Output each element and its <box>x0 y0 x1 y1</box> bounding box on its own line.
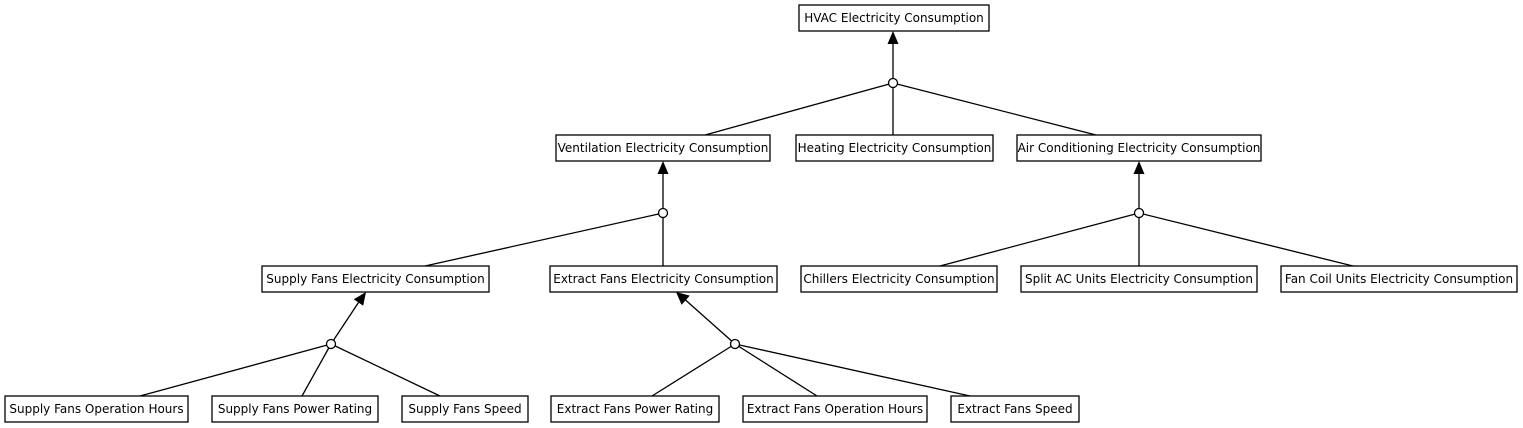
node-extract-power-label: Extract Fans Power Rating <box>557 402 713 416</box>
node-heating-label: Heating Electricity Consumption <box>798 141 992 155</box>
node-air-conditioning-label: Air Conditioning Electricity Consumption <box>1018 141 1261 155</box>
supply-fans-aggregation <box>139 292 441 397</box>
ventilation-aggregation <box>424 161 669 267</box>
extract-fans-aggregation <box>651 292 971 397</box>
air-conditioning-aggregation <box>939 161 1354 267</box>
node-split-ac-label: Split AC Units Electricity Consumption <box>1025 272 1253 286</box>
node-extract-speed-label: Extract Fans Speed <box>957 402 1072 416</box>
arrowhead-extract-fans <box>676 292 690 305</box>
edge-junction-to-extract-fans <box>685 299 736 345</box>
edge-extract-hours-to-junction <box>734 343 818 397</box>
junction-ventilation <box>657 207 669 219</box>
arrowhead-supply-fans <box>353 292 366 306</box>
edge-supply-power-to-junction <box>301 343 332 397</box>
edge-extract-power-to-junction <box>651 343 736 397</box>
arrowhead-air-conditioning <box>1133 161 1145 174</box>
node-chillers-label: Chillers Electricity Consumption <box>803 272 994 286</box>
junction-extract-fans <box>729 338 741 350</box>
node-extract-fans-label: Extract Fans Electricity Consumption <box>553 272 774 286</box>
node-chillers[interactable]: Chillers Electricity Consumption <box>800 265 998 293</box>
node-extract-hours-label: Extract Fans Operation Hours <box>747 402 923 416</box>
edge-supply-fans-to-junction <box>424 212 664 267</box>
edge-ventilation-to-junction <box>704 82 894 136</box>
edge-extract-speed-to-junction <box>734 343 971 397</box>
node-supply-fans[interactable]: Supply Fans Electricity Consumption <box>261 265 490 293</box>
node-extract-power[interactable]: Extract Fans Power Rating <box>550 395 720 423</box>
node-extract-hours[interactable]: Extract Fans Operation Hours <box>742 395 928 423</box>
edge-chillers-to-junction <box>939 212 1140 267</box>
node-ventilation[interactable]: Ventilation Electricity Consumption <box>555 134 771 162</box>
hvac-aggregation <box>704 31 1097 136</box>
node-hvac-label: HVAC Electricity Consumption <box>804 11 984 25</box>
node-heating[interactable]: Heating Electricity Consumption <box>795 134 994 162</box>
node-air-conditioning[interactable]: Air Conditioning Electricity Consumption <box>1016 134 1262 162</box>
node-fan-coil-label: Fan Coil Units Electricity Consumption <box>1285 272 1513 286</box>
edge-air-conditioning-to-junction <box>892 82 1097 136</box>
edge-supply-hours-to-junction <box>139 343 332 397</box>
edge-fan-coil-to-junction <box>1138 212 1354 267</box>
node-extract-fans[interactable]: Extract Fans Electricity Consumption <box>549 265 778 293</box>
node-hvac[interactable]: HVAC Electricity Consumption <box>798 4 990 32</box>
node-supply-power[interactable]: Supply Fans Power Rating <box>211 395 379 423</box>
arrowhead-ventilation <box>657 161 669 174</box>
junction-hvac <box>887 77 899 89</box>
edge-junction-to-supply-fans <box>330 302 360 345</box>
node-extract-speed[interactable]: Extract Fans Speed <box>950 395 1080 423</box>
node-supply-power-label: Supply Fans Power Rating <box>218 402 372 416</box>
junction-supply-fans <box>325 338 337 350</box>
node-fan-coil[interactable]: Fan Coil Units Electricity Consumption <box>1280 265 1518 293</box>
arrowhead-hvac <box>887 31 899 44</box>
node-supply-hours[interactable]: Supply Fans Operation Hours <box>4 395 189 423</box>
node-supply-speed[interactable]: Supply Fans Speed <box>401 395 529 423</box>
junction-air-conditioning <box>1133 207 1145 219</box>
edge-supply-speed-to-junction <box>330 343 441 397</box>
node-split-ac[interactable]: Split AC Units Electricity Consumption <box>1020 265 1258 293</box>
node-supply-speed-label: Supply Fans Speed <box>408 402 521 416</box>
node-supply-fans-label: Supply Fans Electricity Consumption <box>266 272 484 286</box>
node-ventilation-label: Ventilation Electricity Consumption <box>558 141 769 155</box>
node-supply-hours-label: Supply Fans Operation Hours <box>9 402 183 416</box>
